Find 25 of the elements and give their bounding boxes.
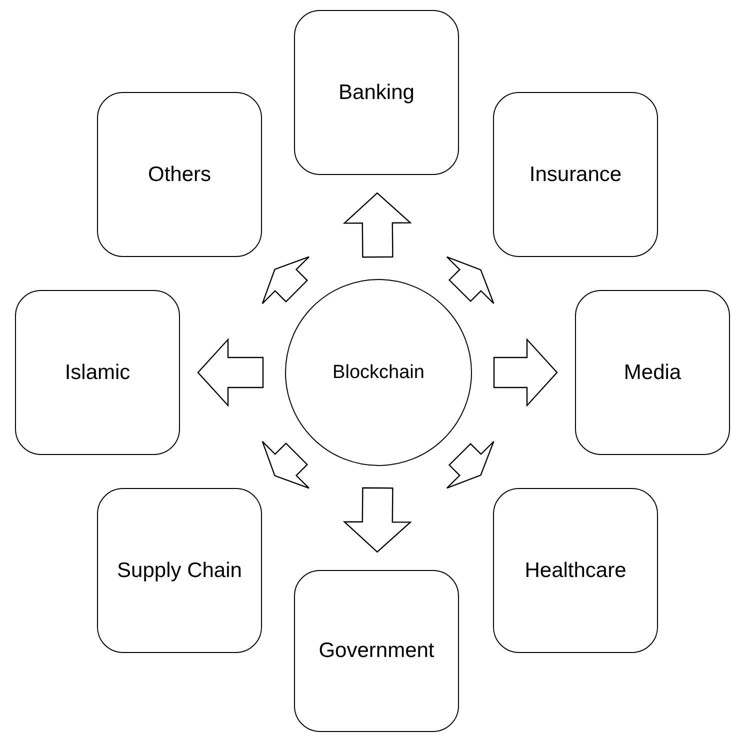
block-arrow — [262, 256, 310, 304]
node-label: Healthcare — [524, 558, 626, 582]
rounded-box — [294, 10, 459, 175]
block-arrow — [446, 256, 494, 304]
rounded-box — [575, 290, 730, 455]
node-label: Banking — [338, 80, 414, 104]
rounded-box — [493, 92, 658, 257]
rounded-box — [97, 92, 262, 257]
rounded-box — [97, 488, 262, 653]
rounded-box — [15, 290, 180, 455]
node-label: Insurance — [529, 162, 622, 186]
node-label: Media — [624, 360, 682, 384]
block-arrow — [262, 440, 310, 489]
block-arrow — [493, 338, 558, 408]
block-arrow — [446, 440, 494, 489]
rounded-box — [294, 570, 459, 732]
node-label: Supply Chain — [117, 558, 242, 582]
block-arrow — [342, 487, 412, 553]
block-arrow — [342, 192, 412, 258]
block-arrow — [197, 338, 264, 408]
node-label: Others — [148, 162, 212, 186]
node-label: Government — [318, 639, 434, 663]
node-label: Islamic — [64, 360, 130, 384]
node-label: Blockchain — [332, 362, 424, 384]
rounded-box — [493, 488, 658, 653]
